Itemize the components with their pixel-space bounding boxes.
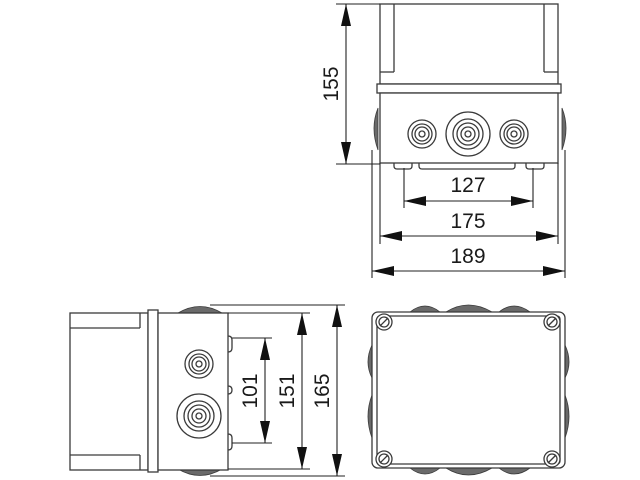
dim-127: 127 [450,174,485,197]
screw-icon [375,313,393,331]
dim-175: 175 [450,210,485,233]
side-body [157,312,229,471]
dim-155: 155 [320,66,343,101]
front-lid-rim [376,83,562,94]
screw-icon [375,450,393,468]
front-lid [379,3,559,85]
top-lid [376,315,561,465]
front-gland-center [445,111,491,157]
dim-165: 165 [311,373,334,408]
top-body [371,311,566,469]
front-view: 155 127 175 189 [320,3,567,278]
front-body [379,92,559,164]
side-top-gland [176,306,224,314]
side-lid-rim [147,309,159,473]
dim-189: 189 [450,245,485,268]
screw-icon [543,450,561,468]
side-gland-small [184,349,214,379]
front-gland-right [499,119,529,149]
side-view: 101 151 165 [69,304,345,477]
dim-151: 151 [276,373,299,408]
front-gland-left [407,119,437,149]
screw-icon [543,313,561,331]
top-view [367,304,570,476]
front-left-side-gland [373,107,379,151]
side-lid [69,312,149,471]
side-gland-large [176,393,222,439]
dim-101: 101 [239,373,262,408]
front-right-side-gland [561,107,567,151]
